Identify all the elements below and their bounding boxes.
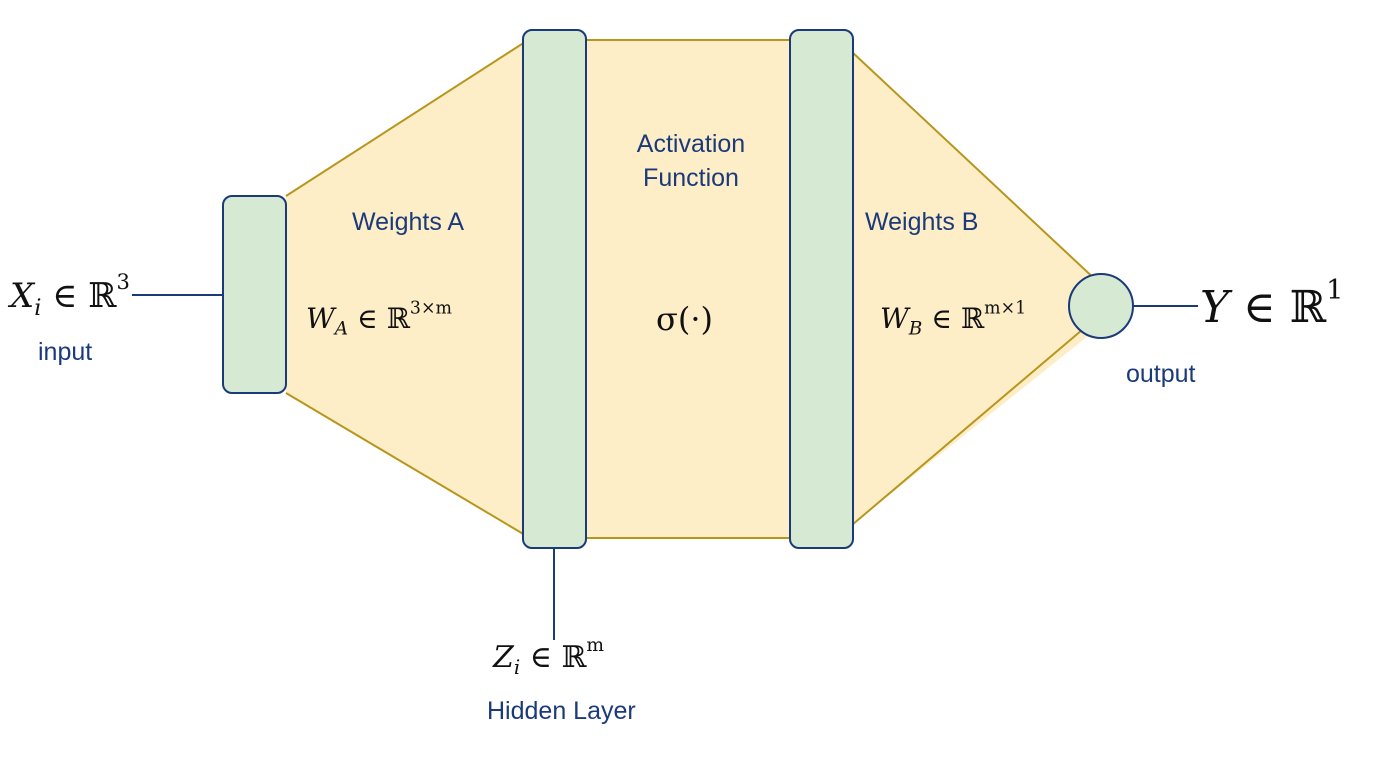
input-label: input <box>38 338 93 366</box>
activation-expression: σ(·) <box>656 300 713 338</box>
output-expression: Y ∈ ℝ1 <box>1200 274 1344 333</box>
weights-a-bottom-edge <box>285 392 526 536</box>
hidden-expression: Zi ∈ ℝm <box>493 635 605 679</box>
weights-a-label: Weights A <box>352 208 465 236</box>
output-node <box>1068 273 1134 339</box>
input-layer-block <box>222 195 287 394</box>
weights-b-bottom-edge <box>851 329 1083 526</box>
activation-region <box>586 40 790 538</box>
weights-b-region <box>852 52 1098 525</box>
weights-b-label: Weights B <box>865 208 979 236</box>
weights-b-expression: WB ∈ ℝm×1 <box>880 298 1027 340</box>
weights-a-region <box>286 42 525 535</box>
weights-a-top-edge <box>285 41 526 197</box>
weights-a-expression: WA ∈ ℝ3×m <box>306 298 452 340</box>
input-expression: Xi ∈ ℝ3 <box>10 269 130 321</box>
activated-layer-block <box>789 29 854 549</box>
weights-b-top-edge <box>851 51 1099 283</box>
output-label: output <box>1126 360 1196 388</box>
activation-label-line1: Activation <box>636 130 746 158</box>
hidden-layer-block <box>522 29 587 549</box>
hidden-layer-label: Hidden Layer <box>487 697 636 725</box>
activation-label-line2: Function <box>643 164 739 192</box>
